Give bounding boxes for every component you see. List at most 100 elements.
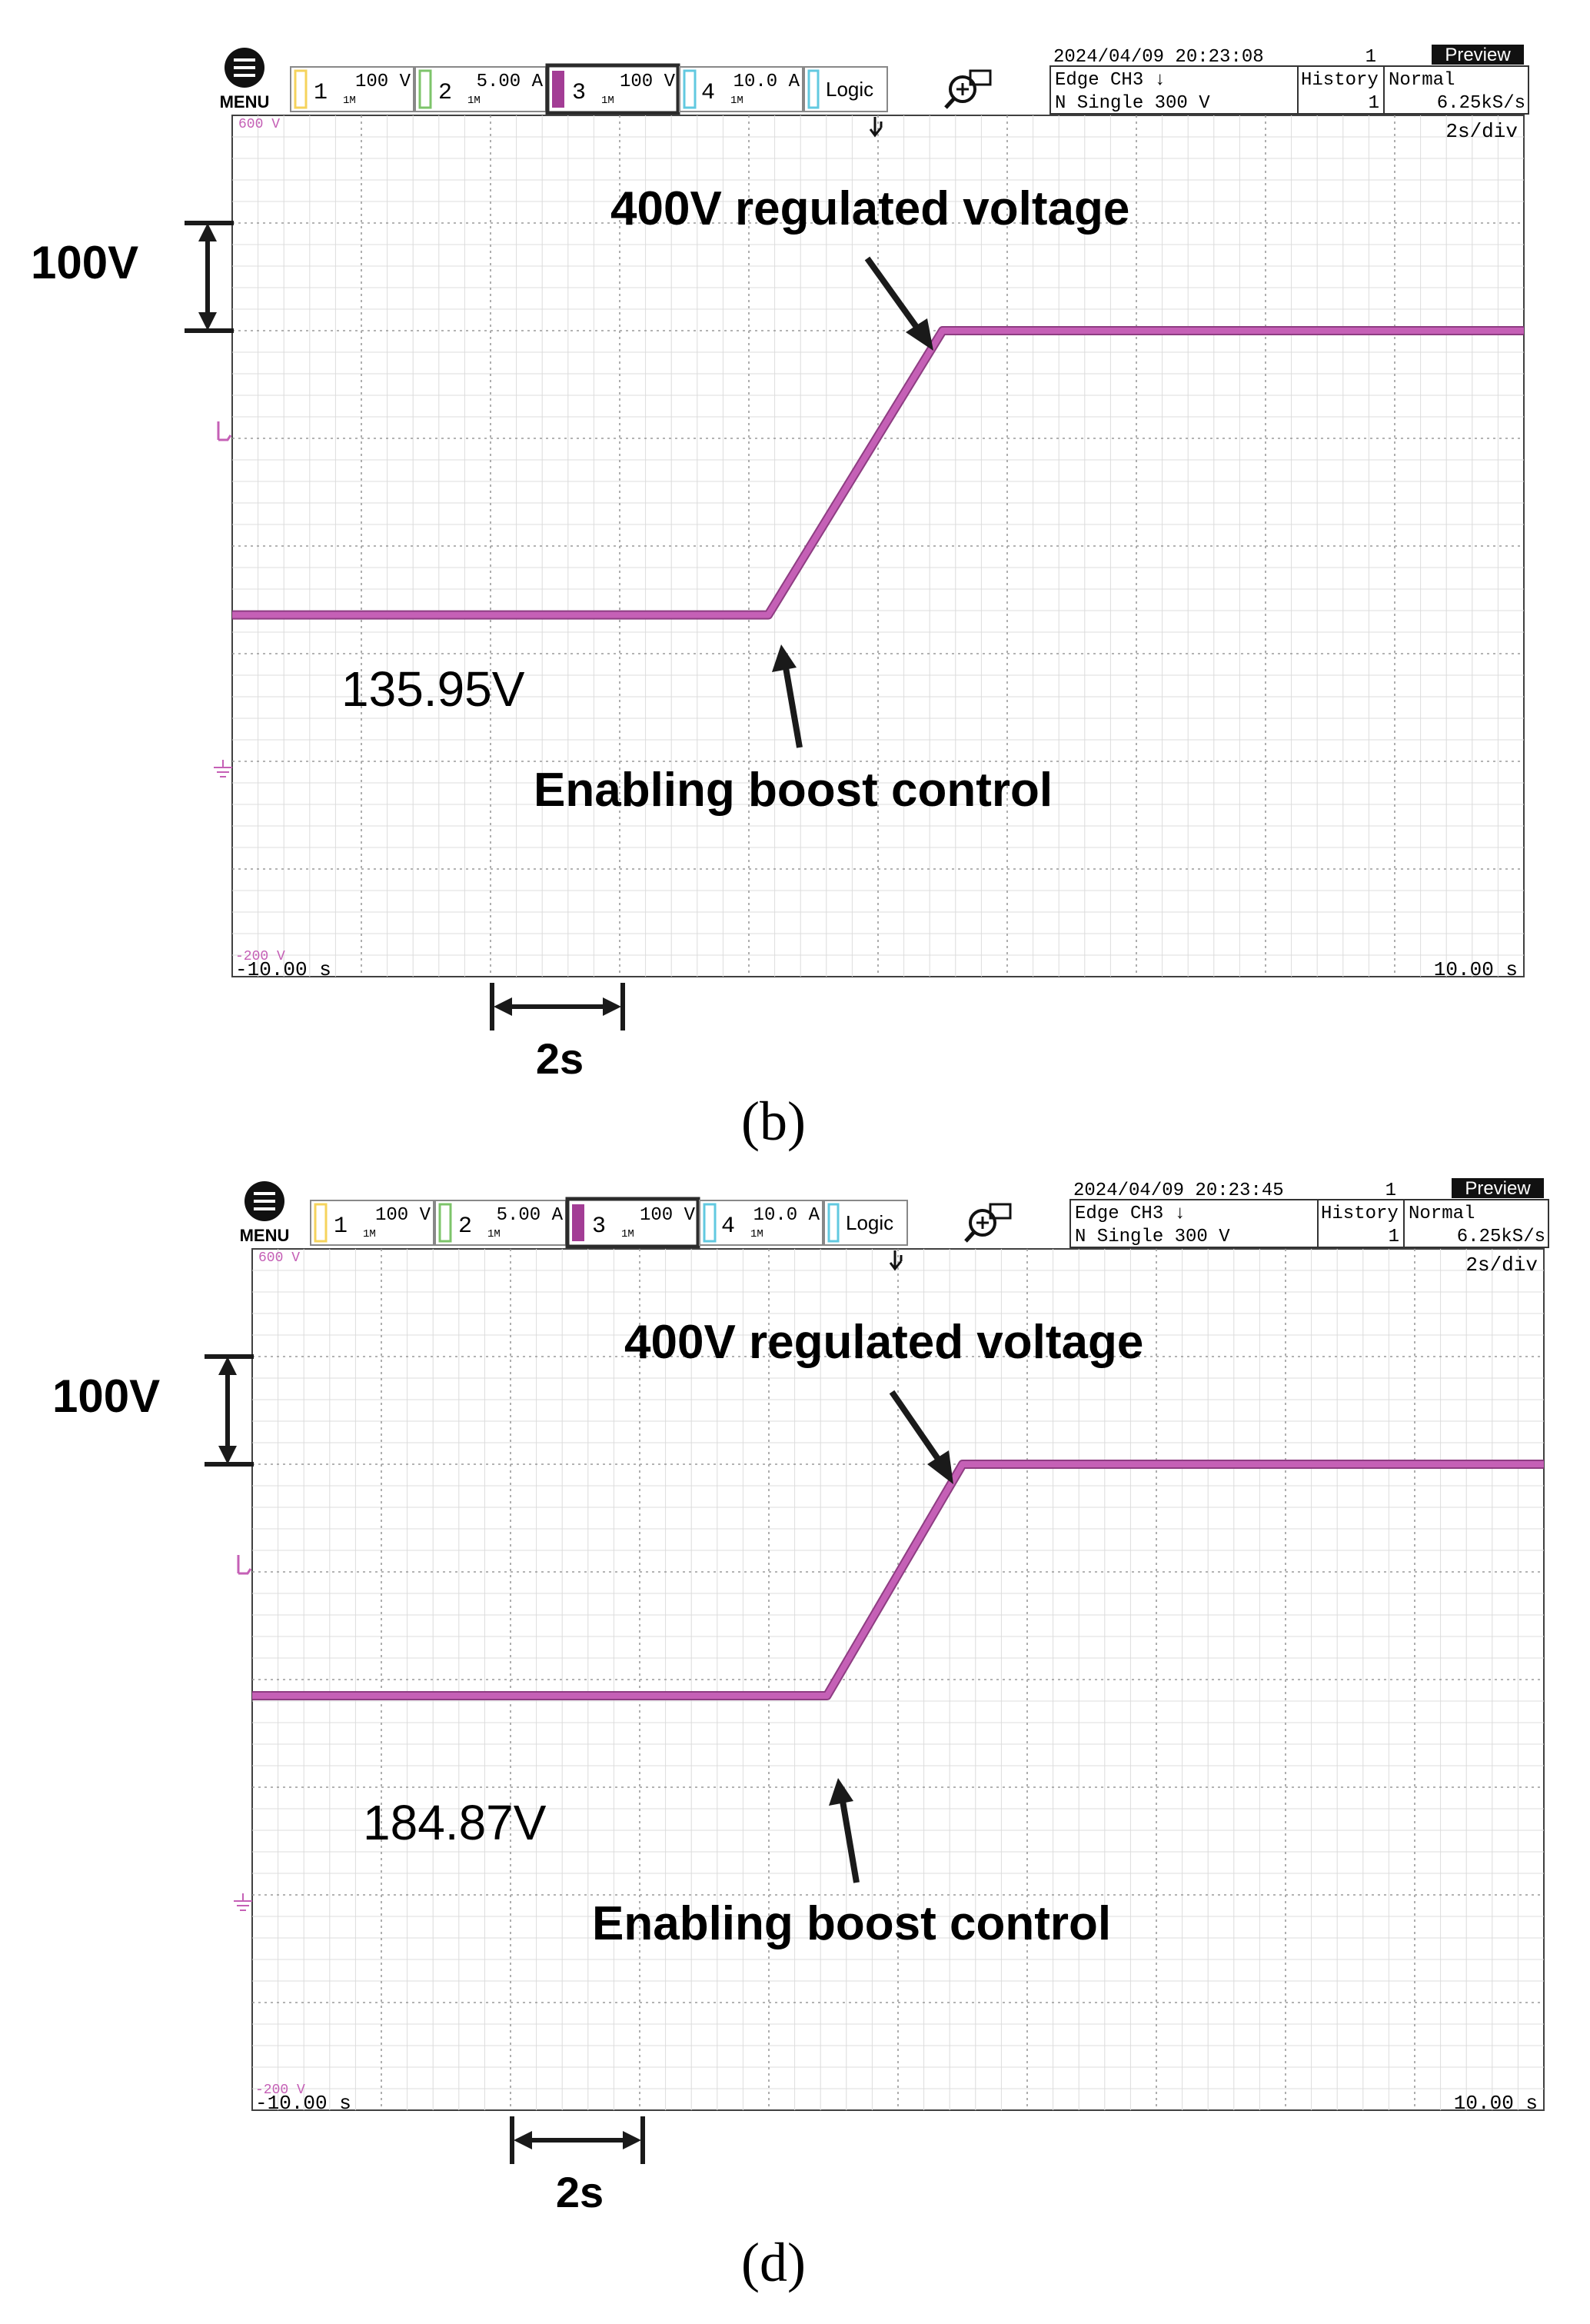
zoom-button[interactable] [944,69,992,109]
channel-3-indicator[interactable]: 3 100 V 1M [545,63,680,115]
channel-3-number: 3 [592,1214,606,1240]
trigger-line-1: Edge CH3 ↓ [1055,70,1166,91]
svg-text:1M: 1M [487,1228,501,1240]
x-axis-left-label: -10.00 s [255,2092,351,2115]
enable-boost-arrow [829,1778,860,1883]
channel-4-scale: 10.0 A [753,1205,820,1226]
horizontal-scale-label: 2s [556,2168,604,2216]
screen-top-label: 600 V [258,1250,300,1266]
menu-label: MENU [220,92,270,112]
trigger-settings[interactable]: Edge CH3 ↓ N Single 300 V [1069,1199,1319,1248]
acquisition-mode: Normal [1389,70,1455,91]
channel-1-scale: 100 V [375,1205,431,1226]
horizontal-scale-marker [490,983,625,1030]
ground-icon [214,760,232,777]
scope-toolbar: MENU 1 100 V 1M 2 5.00 A 1M 3 100 V [240,1178,1549,1249]
annotations: 100V 2s 400V regulated voltage 184.87V E… [52,1316,1143,2216]
channel-1-scale: 100 V [355,72,411,92]
logic-label: Logic [826,78,873,101]
history-label: History [1301,70,1379,91]
history-box[interactable]: History 1 [1297,65,1385,115]
channel-2-number: 2 [458,1214,472,1240]
channel-2-indicator[interactable]: 2 5.00 A 1M [434,1200,567,1246]
channel-1-indicator[interactable]: 1 100 V 1M [310,1200,434,1246]
acquisition-datetime: 2024/04/09 20:23:45 [1073,1180,1284,1201]
menu-button[interactable]: MENU [220,48,270,112]
svg-text:1M: 1M [343,95,356,107]
channel-2-indicator[interactable]: 2 5.00 A 1M [414,66,547,112]
menu-label: MENU [240,1226,290,1245]
scope-figure: MENU 1 100 V 1M 2 5.00 A 1M 3 100 V [52,1178,1549,2293]
acquisition-mode-box[interactable]: Normal 6.25kS/s [1403,1199,1549,1248]
channel-2-scale: 5.00 A [497,1205,564,1226]
vertical-scale-label: 100V [31,237,138,288]
annotations: 100V 2s 400V regulated voltage 135.95V E… [31,182,1129,1083]
zoom-button[interactable] [964,1203,1012,1243]
screen-bottom-label: -200 V [255,2083,305,2098]
channel-4-indicator[interactable]: 4 10.0 A 1M [699,1200,823,1246]
trigger-line-2: N Single 300 V [1055,93,1210,114]
scope-toolbar: MENU 1 100 V 1M 2 5.00 A 1M 3 10 [220,45,1529,115]
svg-text:1M: 1M [730,95,743,107]
history-value: 1 [1369,93,1379,114]
scope-grid [232,115,1524,977]
scope-grid [252,1249,1544,2110]
menu-button[interactable]: MENU [240,1181,290,1245]
channel-4-indicator[interactable]: 4 10.0 A 1M [679,66,803,112]
enable-boost-label: Enabling boost control [534,764,1053,817]
regulated-voltage-arrow [889,1390,953,1484]
sample-rate: 6.25kS/s [1457,1227,1545,1247]
history-label: History [1321,1204,1399,1224]
acquisition-mode-box[interactable]: Normal 6.25kS/s [1383,65,1529,115]
svg-text:1M: 1M [601,95,614,107]
initial-voltage-label: 184.87V [363,1795,547,1850]
scope-screen: 600 V -200 V 2s/div -10.00 s 10.00 s [214,115,1525,981]
channel-1-number: 1 [334,1214,348,1240]
vertical-scale-marker [205,1354,254,1467]
channel-4-number: 4 [701,80,715,106]
enable-boost-arrow [772,644,803,748]
logic-indicator[interactable]: Logic [803,66,888,112]
svg-text:1M: 1M [621,1228,634,1240]
initial-voltage-label: 135.95V [341,661,525,717]
channel-3-indicator[interactable]: 3 100 V 1M [565,1197,700,1249]
enable-boost-label: Enabling boost control [592,1897,1111,1950]
scope-figure: MENU 1 100 V 1M 2 5.00 A 1M 3 10 [31,45,1529,1152]
x-axis-left-label: -10.00 s [235,958,331,981]
x-axis-right-label: 10.00 s [1434,958,1518,981]
acquisition-count: 1 [1385,1180,1396,1201]
voltage-trace [252,1460,1544,1700]
history-box[interactable]: History 1 [1317,1199,1405,1248]
scope-panel-b: MENU 1 100 V 1M 2 5.00 A 1M 3 10 [0,0,1590,1152]
horizontal-scale-label: 2s [536,1034,584,1083]
channel-4-scale: 10.0 A [733,72,800,92]
trigger-position-icon [889,1250,903,1271]
channel-3-number: 3 [572,80,586,106]
svg-text:1M: 1M [750,1228,763,1240]
svg-text:1M: 1M [363,1228,376,1240]
acquisition-mode: Normal [1409,1204,1475,1224]
timebase-label: 2s/div [1445,120,1518,143]
acquisition-datetime: 2024/04/09 20:23:08 [1053,47,1264,68]
trace-line [232,328,1524,618]
trigger-level-icon [237,1555,252,1575]
zoom-icon [964,1203,1012,1243]
logic-label: Logic [846,1211,893,1234]
panel-label: (d) [741,2232,806,2293]
x-axis-right-label: 10.00 s [1454,2092,1538,2115]
channel-2-scale: 5.00 A [477,72,544,92]
trigger-settings[interactable]: Edge CH3 ↓ N Single 300 V [1049,65,1299,115]
channel-3-scale: 100 V [620,72,676,92]
vertical-scale-marker [185,221,234,333]
channel-1-indicator[interactable]: 1 100 V 1M [290,66,414,112]
screen-bottom-label: -200 V [235,949,285,964]
channel-2-number: 2 [438,80,452,106]
trigger-position-icon [869,117,883,138]
ground-icon [234,1893,252,1911]
trigger-line-1: Edge CH3 ↓ [1075,1204,1186,1224]
scope-panel-d: MENU 1 100 V 1M 2 5.00 A 1M 3 100 V [0,1146,1590,2293]
logic-indicator[interactable]: Logic [823,1200,908,1246]
trigger-level-icon [217,421,232,441]
preview-badge: Preview [1465,1178,1531,1199]
svg-text:1M: 1M [467,95,481,107]
